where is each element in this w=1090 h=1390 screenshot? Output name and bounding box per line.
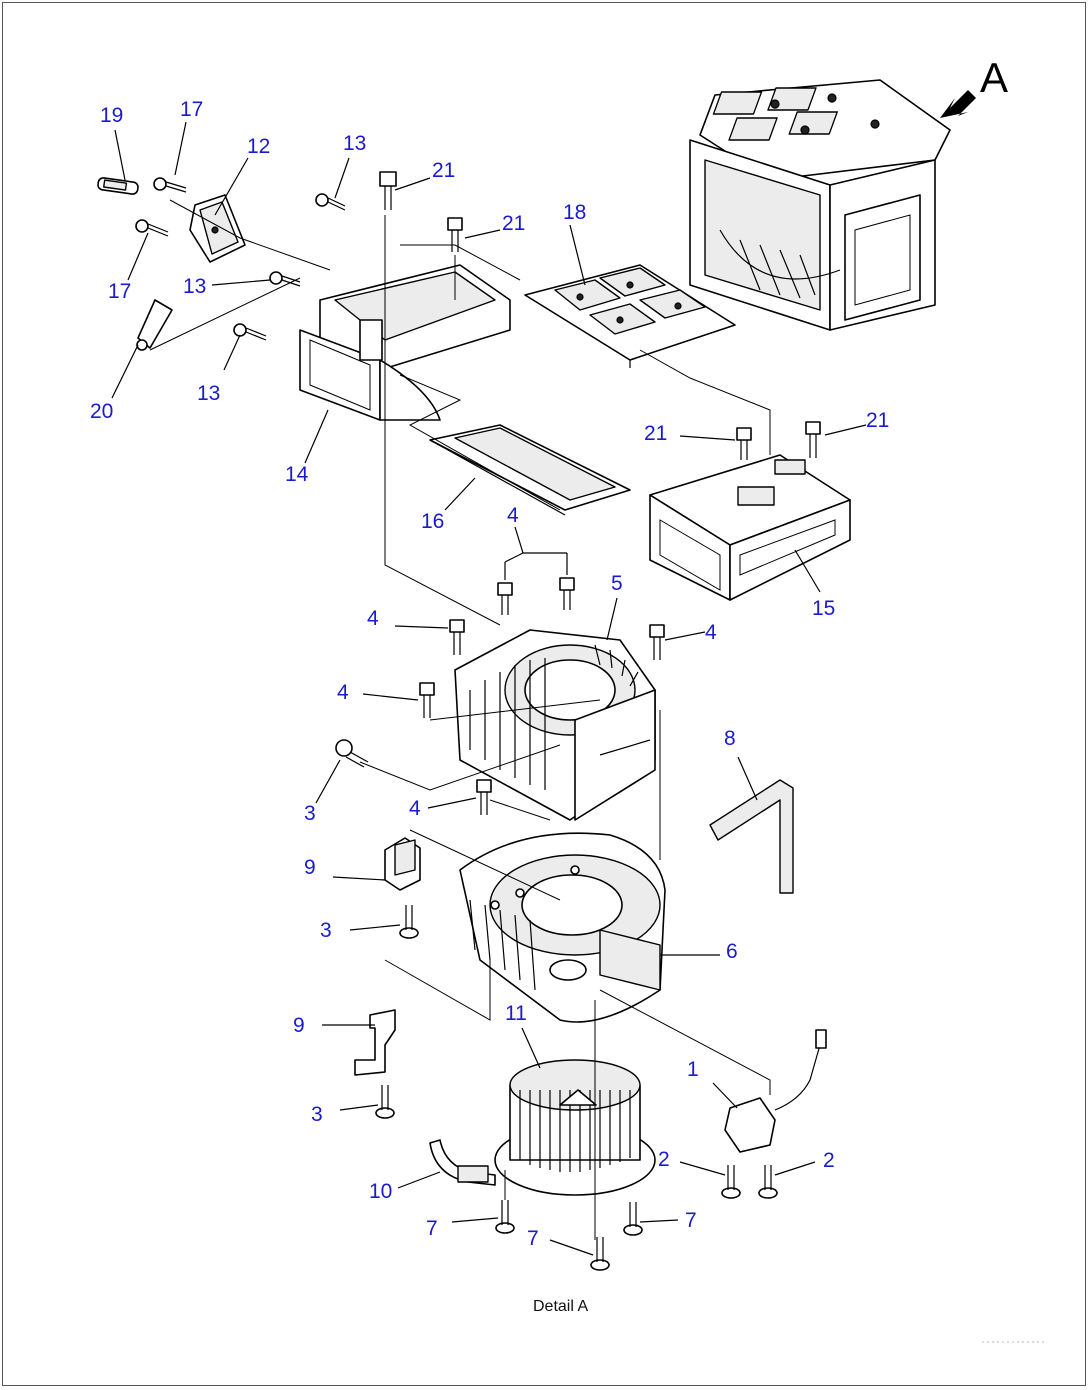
callout-8: 8 xyxy=(724,727,736,750)
assembled-unit-view-a xyxy=(689,79,951,331)
callout-19: 19 xyxy=(100,104,123,127)
callout-3-middle: 3 xyxy=(320,919,332,942)
callout-4-left: 4 xyxy=(367,607,379,630)
part-17-bolt-lower xyxy=(135,219,169,237)
callout-14: 14 xyxy=(285,463,309,486)
callout-21-c: 21 xyxy=(644,422,667,445)
callout-3-lower: 3 xyxy=(311,1103,323,1126)
part-9-bracket-lower xyxy=(354,1009,396,1076)
callout-16: 16 xyxy=(421,510,444,533)
callout-4-top: 4 xyxy=(507,504,519,527)
callout-18: 18 xyxy=(563,201,586,224)
callout-13-lower: 13 xyxy=(197,382,220,405)
part-4-bolt-e xyxy=(419,682,435,718)
part-4-bolt-f xyxy=(476,779,492,815)
part-2-screw-left xyxy=(721,1165,741,1199)
part-8-seal xyxy=(709,779,794,894)
view-label: A xyxy=(980,54,1008,101)
callout-17-upper: 17 xyxy=(180,98,203,121)
callout-7-center: 7 xyxy=(527,1227,539,1250)
part-20-lever xyxy=(136,299,173,351)
callout-15: 15 xyxy=(812,597,835,620)
callout-4-right: 4 xyxy=(705,621,717,644)
part-3-screw-lower xyxy=(375,1085,395,1119)
callout-7-left: 7 xyxy=(426,1217,438,1240)
callout-2-left: 2 xyxy=(658,1148,670,1171)
callout-21-a: 21 xyxy=(432,159,455,182)
callout-12: 12 xyxy=(247,135,270,158)
part-13-screw-upper xyxy=(315,193,346,211)
part-7-screw-right xyxy=(623,1202,643,1236)
part-4-bolt-d xyxy=(649,624,665,660)
callout-4-lower: 4 xyxy=(409,797,421,820)
part-6-lower-case xyxy=(459,832,666,1023)
callout-9-lower: 9 xyxy=(293,1014,305,1037)
part-3-screw-mid xyxy=(399,905,419,939)
part-13-screw-middle xyxy=(269,271,301,287)
part-1-resistor xyxy=(724,1029,827,1153)
part-5-upper-case xyxy=(454,629,656,821)
callout-21-b: 21 xyxy=(502,212,525,235)
part-9-bracket-upper xyxy=(384,837,421,891)
part-10-connector xyxy=(429,1139,496,1186)
part-21-bolt-right-housing xyxy=(805,421,821,458)
callout-6: 6 xyxy=(726,940,738,963)
callout-17-lower: 17 xyxy=(108,280,131,303)
view-direction-arrow-icon xyxy=(940,90,976,118)
callout-labels: 19 17 12 13 21 21 18 17 13 20 13 14 21 2… xyxy=(90,98,889,1250)
part-21-bolt-left-housing xyxy=(736,427,752,460)
part-2-screw-right xyxy=(758,1165,778,1199)
part-7-screw-left xyxy=(495,1200,515,1234)
figure-caption: Detail A xyxy=(533,1298,588,1315)
part-15-housing xyxy=(649,454,851,601)
part-18-filter-frame xyxy=(524,264,736,368)
callout-5: 5 xyxy=(611,572,623,595)
part-4-bolt-b xyxy=(559,577,575,610)
callout-7-right: 7 xyxy=(685,1209,697,1232)
part-16-filter xyxy=(429,424,631,516)
leader-lines xyxy=(111,121,867,1256)
callout-4-mid: 4 xyxy=(337,681,349,704)
part-11-blower-motor xyxy=(494,1059,656,1196)
callout-3-upper: 3 xyxy=(304,802,316,825)
part-7-screw-center xyxy=(590,1237,610,1271)
callout-9-upper: 9 xyxy=(304,856,316,879)
callout-2-right: 2 xyxy=(823,1149,835,1172)
part-17-bolt-upper xyxy=(153,177,187,193)
part-3-screw-upper xyxy=(335,739,369,768)
part-4-bolt-a xyxy=(497,582,513,615)
callout-1: 1 xyxy=(687,1058,699,1081)
part-21-bolt-long xyxy=(379,171,397,210)
callout-20: 20 xyxy=(90,400,113,423)
part-21-bolt-short xyxy=(447,217,463,252)
callout-13-upper: 13 xyxy=(343,132,366,155)
part-4-bolt-c xyxy=(449,619,465,655)
callout-10: 10 xyxy=(369,1180,392,1203)
part-12-actuator xyxy=(189,194,246,263)
callout-21-d: 21 xyxy=(866,409,889,432)
part-14-duct xyxy=(299,264,511,421)
assembly-lines xyxy=(149,199,771,1240)
callout-13-middle: 13 xyxy=(183,275,206,298)
part-19-clip xyxy=(97,177,139,195)
callout-11: 11 xyxy=(505,1002,527,1025)
